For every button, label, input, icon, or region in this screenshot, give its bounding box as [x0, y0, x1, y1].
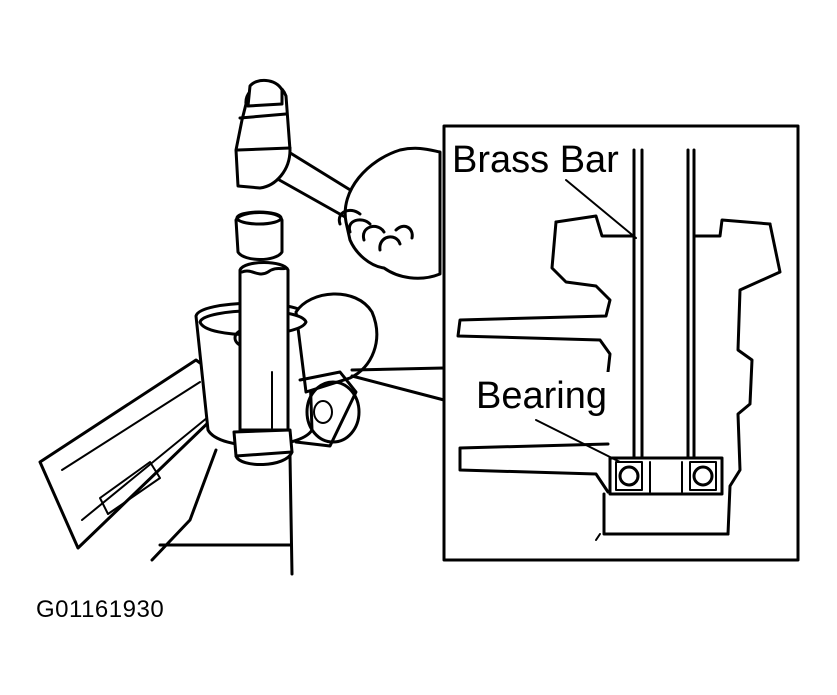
hand-icon [337, 146, 442, 280]
brass-bar-leader [565, 179, 637, 239]
sleeve-icon [234, 210, 284, 261]
bearing-label: Bearing [476, 375, 607, 417]
leader-line [350, 366, 446, 402]
figure-code: G01161930 [36, 596, 165, 623]
steering-rack-housing-icon [38, 292, 379, 576]
bearing-leader [535, 419, 621, 463]
cross-section-inset: Brass Bar Bearing [442, 124, 800, 562]
bearing-icon [608, 456, 724, 496]
brass-bar-label: Brass Bar [452, 139, 619, 181]
hammer-icon [234, 79, 362, 224]
brass-bar-icon [238, 261, 290, 432]
